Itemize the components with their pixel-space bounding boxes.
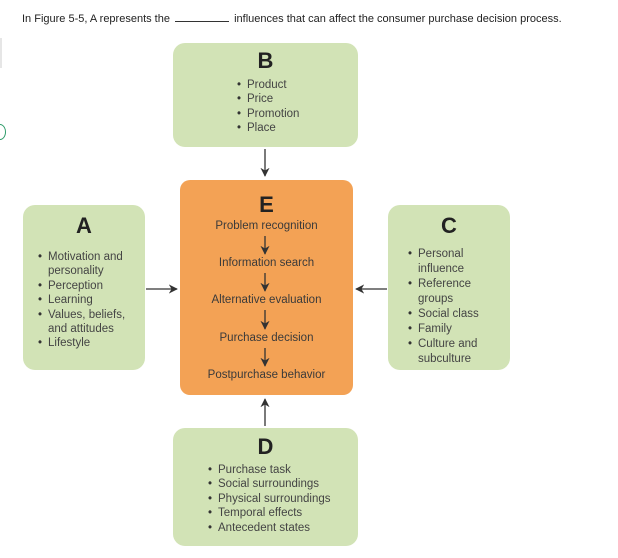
box-a-list: Motivation and personality Perception Le…: [38, 250, 142, 351]
question-before: In Figure 5-5, A represents the: [22, 13, 170, 25]
box-d-letter: D: [257, 434, 274, 459]
box-c-letter: C: [441, 213, 457, 238]
list-item: Product: [237, 78, 299, 93]
list-item: Antecedent states: [208, 521, 331, 536]
list-item: Promotion: [237, 107, 299, 122]
list-item: Values, beliefs, and attitudes: [38, 308, 142, 337]
list-item: Culture and subculture: [408, 337, 506, 367]
box-c: C Personal influence Reference groups So…: [388, 205, 510, 370]
list-item: Social surroundings: [208, 477, 331, 492]
list-item: Social class: [408, 307, 506, 322]
list-item: Place: [237, 121, 299, 136]
box-c-list: Personal influence Reference groups Soci…: [408, 247, 506, 367]
list-item: Perception: [38, 279, 142, 294]
list-item: Physical surroundings: [208, 492, 331, 507]
step-label: Problem recognition: [215, 220, 318, 232]
box-b-letter: B: [257, 48, 274, 73]
box-a: A Motivation and personality Perception …: [23, 205, 145, 370]
list-item: Lifestyle: [38, 336, 142, 351]
step-label: Postpurchase behavior: [207, 369, 326, 381]
list-item: Learning: [38, 293, 142, 308]
list-item: Price: [237, 92, 299, 107]
list-item: Family: [408, 322, 506, 337]
list-item: Personal influence: [408, 247, 506, 277]
list-item: Motivation and personality: [38, 250, 142, 279]
answer-blank: [175, 11, 230, 22]
box-d: D Purchase task Social surroundings Phys…: [173, 428, 358, 546]
step-label: Purchase decision: [219, 332, 314, 344]
question-after: influences that can affect the consumer …: [234, 13, 562, 25]
box-a-letter: A: [76, 213, 92, 238]
box-b: B Product Price Promotion Place: [173, 43, 358, 147]
question-text: In Figure 5-5, A represents the influenc…: [22, 11, 612, 25]
box-e-letter: E: [259, 192, 274, 217]
left-edge-bar: [0, 38, 2, 68]
step-label: Alternative evaluation: [211, 294, 322, 306]
step-label: Information search: [218, 257, 315, 269]
box-d-list: Purchase task Social surroundings Physic…: [208, 463, 331, 535]
list-item: Temporal effects: [208, 506, 331, 521]
box-b-list: Product Price Promotion Place: [237, 78, 299, 136]
list-item: Reference groups: [408, 277, 506, 307]
list-item: Purchase task: [208, 463, 331, 478]
